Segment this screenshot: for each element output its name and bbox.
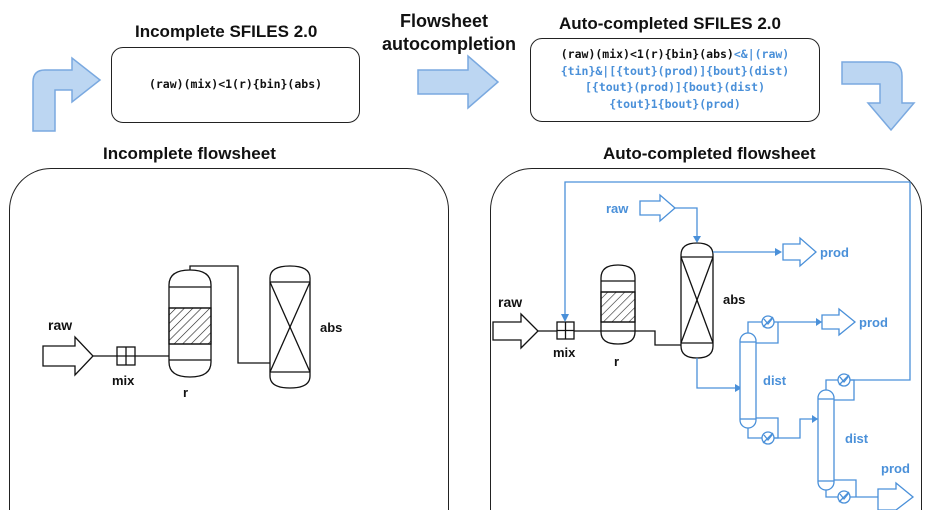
absorber-icon bbox=[680, 242, 714, 359]
incomplete-raw-label: raw bbox=[48, 317, 72, 333]
reactor-icon bbox=[600, 264, 636, 345]
completed-sfiles-line1-known: (raw)(mix)<1(r){bin}(abs) bbox=[560, 47, 734, 61]
raw-feed-arrow-icon bbox=[639, 193, 676, 223]
heat-exchanger-icon bbox=[761, 431, 775, 445]
completed-prod-mid-label: prod bbox=[859, 315, 888, 330]
completed-sfiles-line1: (raw)(mix)<1(r){bin}(abs)<&|(raw) bbox=[531, 46, 819, 63]
completed-sfiles-line2: {tin}&|[{tout}(prod)]{bout}(dist) bbox=[560, 63, 790, 78]
incomplete-r-label: r bbox=[183, 385, 188, 400]
heat-exchanger-icon bbox=[837, 373, 851, 387]
raw-feed-arrow-icon bbox=[42, 335, 94, 377]
mixer-icon bbox=[116, 346, 136, 366]
completed-prod-top-label: prod bbox=[820, 245, 849, 260]
completed-prod-bottom-label: prod bbox=[881, 461, 910, 476]
heat-exchanger-icon bbox=[761, 315, 775, 329]
incomplete-flowsheet-title: Incomplete flowsheet bbox=[103, 144, 276, 163]
completed-sfiles-title: Auto-completed SFILES 2.0 bbox=[559, 14, 781, 33]
mixer-icon bbox=[556, 321, 575, 340]
absorber-icon bbox=[269, 265, 311, 389]
incomplete-flowsheet-panel bbox=[9, 168, 449, 510]
completed-dist2-label: dist bbox=[845, 431, 869, 446]
incomplete-flowsheet-graph bbox=[42, 265, 311, 389]
completed-dist1-label: dist bbox=[763, 373, 787, 388]
incomplete-sfiles-string: (raw)(mix)<1(r){bin}(abs) bbox=[148, 77, 323, 91]
completed-sfiles-line3: [{tout}(prod)]{bout}(dist) bbox=[584, 80, 765, 94]
completed-sfiles-box: (raw)(mix)<1(r){bin}(abs)<&|(raw) {tin}&… bbox=[530, 38, 820, 122]
completed-raw-left-label: raw bbox=[498, 294, 522, 310]
distillation-column-icon bbox=[817, 389, 835, 491]
heat-exchanger-icon bbox=[837, 490, 851, 504]
incomplete-sfiles-box: (raw)(mix)<1(r){bin}(abs) bbox=[111, 47, 360, 123]
incomplete-mix-label: mix bbox=[112, 373, 135, 388]
completed-sfiles-line4: {tout}1{bout}(prod) bbox=[609, 96, 741, 111]
recycle-stream bbox=[564, 181, 911, 381]
completed-raw-top-label: raw bbox=[606, 201, 629, 216]
completed-mix-label: mix bbox=[553, 345, 576, 360]
product-arrow-icon bbox=[877, 481, 915, 510]
autocompletion-label-line1: Flowsheet bbox=[400, 11, 489, 31]
distillation-column-icon bbox=[739, 332, 757, 429]
reactor-icon bbox=[168, 269, 212, 378]
completed-flowsheet-title: Auto-completed flowsheet bbox=[603, 144, 816, 163]
completed-new-units bbox=[561, 181, 915, 510]
completed-r-label: r bbox=[614, 354, 619, 369]
autocompletion-label-line2: autocompletion bbox=[382, 34, 516, 54]
product-arrow-icon bbox=[821, 307, 857, 337]
raw-feed-arrow-icon bbox=[492, 312, 539, 350]
completed-known-units bbox=[492, 242, 714, 359]
incomplete-sfiles-title: Incomplete SFILES 2.0 bbox=[135, 22, 318, 41]
product-arrow-icon bbox=[782, 236, 817, 268]
incomplete-abs-label: abs bbox=[320, 320, 342, 335]
completed-sfiles-line1-completed: <&|(raw) bbox=[733, 47, 790, 61]
completed-abs-label: abs bbox=[723, 292, 745, 307]
